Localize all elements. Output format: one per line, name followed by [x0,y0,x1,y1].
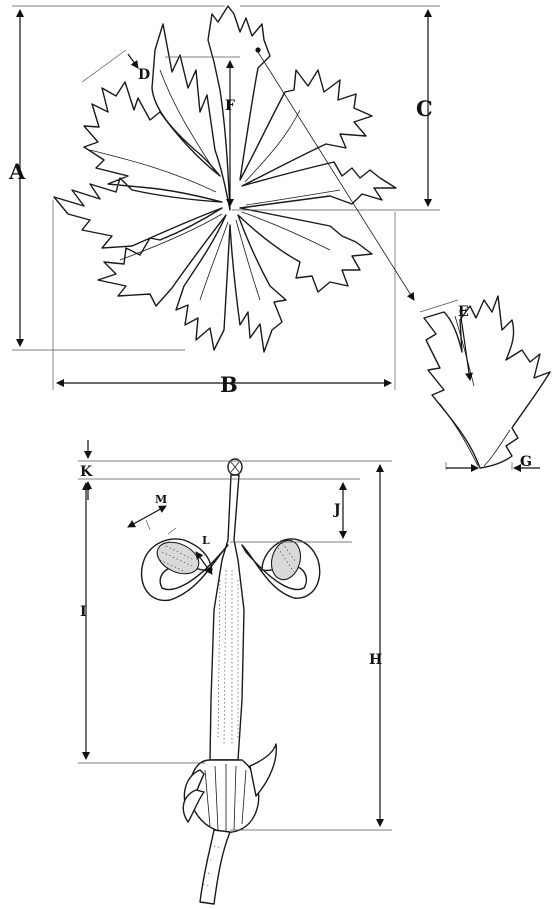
lobe-detail-drawing [424,296,550,468]
label-c: C [416,96,433,121]
label-j: J [332,502,341,518]
label-b: B [220,372,238,397]
label-e: E [458,304,469,320]
label-l: L [202,534,210,547]
label-k: K [80,464,93,480]
label-a: A [8,159,26,184]
label-f: F [225,98,235,114]
fruit-drawing [142,459,320,904]
petiole-point-marker [255,47,260,52]
label-d: D [138,67,150,83]
label-m: M [155,493,167,506]
label-g: G [520,454,532,470]
label-i: I [80,604,87,620]
label-h: H [369,652,382,668]
leaf-drawing [54,6,396,352]
